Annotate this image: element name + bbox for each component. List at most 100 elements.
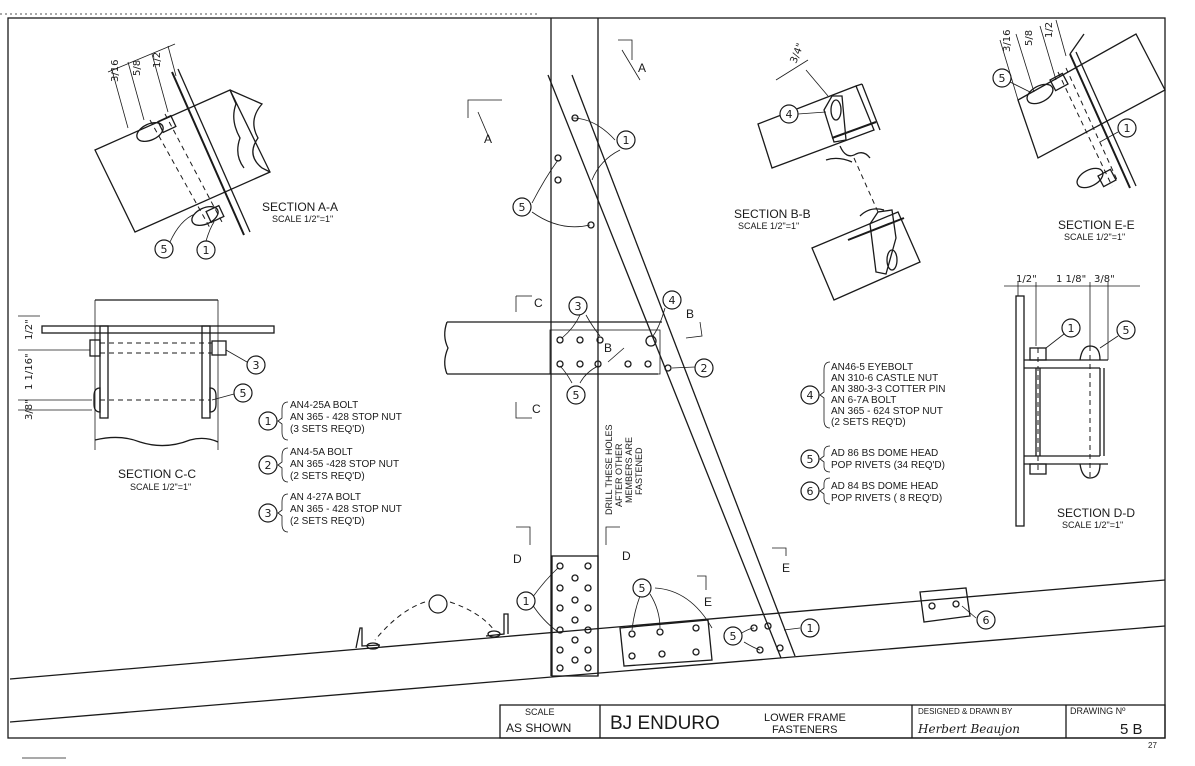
legend-1-line-3: (3 SETS REQ'D) bbox=[290, 424, 365, 435]
dd-dim-1: 1/2" bbox=[1016, 274, 1037, 285]
legend-5-num: 5 bbox=[807, 453, 814, 466]
callout-4-frame: 4 bbox=[669, 294, 676, 307]
cut-a-right: A bbox=[638, 61, 646, 75]
legend-left: 1 AN4-25A BOLT AN 365 - 428 STOP NUT (3 … bbox=[258, 400, 402, 533]
cc-dim-1: 1/2" bbox=[24, 319, 35, 340]
callout-5-bottom: 5 bbox=[730, 630, 737, 643]
callout-5-top: 5 bbox=[519, 201, 526, 214]
callout-1-gusset: 1 bbox=[523, 595, 530, 608]
aa-callout-5: 5 bbox=[161, 243, 168, 256]
callout-1-bottom: 1 bbox=[807, 622, 814, 635]
drill-note-line-1: DRILL THESE HOLES bbox=[604, 424, 614, 515]
legend-5-line-1: AD 86 BS DOME HEAD bbox=[831, 448, 938, 459]
cc-dim-3: 3/8" bbox=[24, 399, 35, 420]
legend-6-line-1: AD 84 BS DOME HEAD bbox=[831, 481, 938, 492]
legend-3-line-2: AN 365 - 428 STOP NUT bbox=[290, 504, 402, 515]
ee-dim-2: 5/8 bbox=[1024, 30, 1035, 46]
section-aa-view: 3/16 5/8 1/2 5 1 SECTION A-A SCALE 1/2"=… bbox=[94, 43, 338, 260]
legend-4-line-6: (2 SETS REQ'D) bbox=[831, 417, 906, 428]
callout-blank bbox=[428, 594, 448, 614]
callout-1-top: 1 bbox=[623, 134, 630, 147]
legend-4-line-3: AN 380-3-3 COTTER PIN bbox=[831, 384, 945, 395]
cut-e-bottom: E bbox=[704, 595, 712, 609]
cut-d-right: D bbox=[622, 549, 631, 563]
legend-3-line-3: (2 SETS REQ'D) bbox=[290, 516, 365, 527]
drawing-title-line-2: FASTENERS bbox=[772, 724, 837, 736]
designer-signature: Herbert Beaujon bbox=[917, 722, 1020, 736]
callout-2-frame: 2 bbox=[701, 362, 708, 375]
section-aa-title: SECTION A-A bbox=[262, 200, 338, 214]
drawing-number: 5 B bbox=[1120, 721, 1143, 738]
bb-callout-4: 4 bbox=[786, 108, 793, 121]
aa-dim-2: 5/8 bbox=[132, 60, 143, 76]
section-bb-view: 3/4" 4 SECTION B-B SCALE 1/2"=1" bbox=[734, 42, 921, 301]
project-name: BJ ENDURO bbox=[610, 713, 720, 734]
aa-dim-1: 3/16 bbox=[110, 60, 121, 82]
section-cc-title: SECTION C-C bbox=[118, 467, 196, 481]
dd-callout-5: 5 bbox=[1123, 324, 1130, 337]
drill-note-line-4: FASTENED bbox=[634, 447, 644, 495]
legend-1-num: 1 bbox=[265, 415, 272, 428]
callout-3-frame: 3 bbox=[575, 300, 582, 313]
cc-callout-5: 5 bbox=[240, 387, 247, 400]
cut-d-left: D bbox=[513, 552, 522, 566]
legend-1-line-2: AN 365 - 428 STOP NUT bbox=[290, 412, 402, 423]
drawing-title-line-1: LOWER FRAME bbox=[764, 712, 846, 724]
scale-label: SCALE bbox=[525, 707, 555, 717]
section-ee-title: SECTION E-E bbox=[1058, 218, 1135, 232]
ee-dim-1: 3/16 bbox=[1002, 30, 1013, 52]
legend-6-num: 6 bbox=[807, 485, 814, 498]
legend-4-line-1: AN46-5 EYEBOLT bbox=[831, 362, 913, 373]
bb-dim-1: 3/4" bbox=[789, 42, 807, 65]
cut-e-top: E bbox=[782, 561, 790, 575]
legend-2-line-3: (2 SETS REQ'D) bbox=[290, 471, 365, 482]
section-dd-view: 1/2" 1 1/8" 3/8" 1 5 SECTION D-D SCALE 1… bbox=[1004, 274, 1140, 530]
legend-2-line-1: AN4-5A BOLT bbox=[290, 447, 353, 458]
legend-2-line-2: AN 365 -428 STOP NUT bbox=[290, 459, 399, 470]
section-aa-scale: SCALE 1/2"=1" bbox=[272, 214, 333, 224]
section-ee-view: 3/16 5/8 1/2 5 1 SECTION E-E SCALE 1/2"=… bbox=[992, 19, 1166, 242]
legend-4-line-4: AN 6-7A BOLT bbox=[831, 395, 896, 406]
cut-c-bottom: C bbox=[532, 402, 541, 416]
legend-4-num: 4 bbox=[807, 389, 814, 402]
page-number: 27 bbox=[1148, 741, 1157, 750]
cc-dim-2: 1 1/16" bbox=[24, 353, 35, 390]
legend-6-line-2: POP RIVETS ( 8 REQ'D) bbox=[831, 493, 942, 504]
callout-5-gusset: 5 bbox=[639, 582, 646, 595]
cc-callout-3: 3 bbox=[253, 359, 260, 372]
scale-value: AS SHOWN bbox=[506, 721, 571, 735]
legend-4-line-2: AN 310-6 CASTLE NUT bbox=[831, 373, 938, 384]
section-cc-view: 1/2" 1 1/16" 3/8" 3 5 SECTION C-C SCALE … bbox=[18, 299, 275, 492]
cut-b-right: B bbox=[686, 307, 694, 321]
legend-1-line-1: AN4-25A BOLT bbox=[290, 400, 358, 411]
legend-5-line-2: POP RIVETS (34 REQ'D) bbox=[831, 460, 945, 471]
callout-6-bottom: 6 bbox=[983, 614, 990, 627]
dd-callout-1: 1 bbox=[1068, 322, 1075, 335]
aa-dim-3: 1/2 bbox=[152, 52, 163, 68]
legend-4-line-5: AN 365 - 624 STOP NUT bbox=[831, 406, 943, 417]
ee-dim-3: 1/2 bbox=[1044, 22, 1055, 38]
cut-b-left: B bbox=[604, 341, 612, 355]
section-bb-title: SECTION B-B bbox=[734, 207, 811, 221]
dd-dim-2: 1 1/8" bbox=[1056, 274, 1086, 285]
legend-right: 4 AN46-5 EYEBOLT AN 310-6 CASTLE NUT AN … bbox=[800, 361, 945, 505]
drawing-no-label: DRAWING Nº bbox=[1070, 706, 1126, 716]
section-dd-title: SECTION D-D bbox=[1057, 506, 1135, 520]
ee-callout-1: 1 bbox=[1124, 122, 1131, 135]
legend-2-num: 2 bbox=[265, 459, 272, 472]
dd-dim-3: 3/8" bbox=[1094, 274, 1115, 285]
legend-3-num: 3 bbox=[265, 507, 272, 520]
designed-by-label: DESIGNED & DRAWN BY bbox=[918, 707, 1013, 716]
section-cc-scale: SCALE 1/2"=1" bbox=[130, 482, 191, 492]
aa-callout-1: 1 bbox=[203, 244, 210, 257]
section-bb-scale: SCALE 1/2"=1" bbox=[738, 221, 799, 231]
main-frame-view: A A C C B B D D E E 1 5 3 4 2 5 1 5 5 1 … bbox=[9, 18, 1166, 723]
section-dd-scale: SCALE 1/2"=1" bbox=[1062, 520, 1123, 530]
drill-note-line-3: MEMBERS ARE bbox=[624, 437, 634, 503]
cut-c-top: C bbox=[534, 296, 543, 310]
legend-3-line-1: AN 4-27A BOLT bbox=[290, 492, 361, 503]
callout-5-middle: 5 bbox=[573, 389, 580, 402]
drill-note-line-2: AFTER OTHER bbox=[614, 443, 624, 507]
title-block: SCALE AS SHOWN BJ ENDURO LOWER FRAME FAS… bbox=[499, 704, 1166, 750]
